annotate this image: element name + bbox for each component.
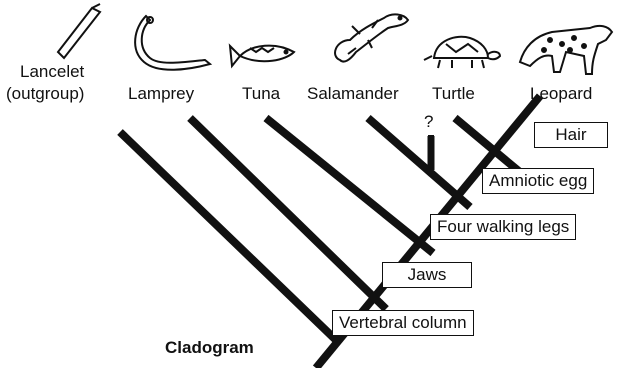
label-turtle: Turtle bbox=[432, 84, 475, 104]
branch-lamprey bbox=[190, 118, 386, 309]
trait-vertebral-column: Vertebral column bbox=[332, 310, 474, 336]
trait-jaws: Jaws bbox=[382, 262, 472, 288]
salamander-drawing bbox=[335, 14, 408, 61]
trait-amniotic-egg: Amniotic egg bbox=[482, 168, 594, 194]
tuna-drawing bbox=[230, 46, 294, 66]
trait-hair: Hair bbox=[534, 122, 608, 148]
label-lancelet: Lancelet bbox=[20, 62, 84, 82]
label-salamander: Salamander bbox=[307, 84, 399, 104]
question-mark: ? bbox=[424, 112, 433, 132]
branch-salamander bbox=[368, 118, 470, 207]
lancelet-drawing bbox=[58, 4, 100, 58]
label-leopard: Leopard bbox=[530, 84, 592, 104]
label-tuna: Tuna bbox=[242, 84, 280, 104]
lamprey-drawing bbox=[135, 16, 210, 70]
diagram-title: Cladogram bbox=[165, 338, 254, 358]
label-lancelet-outgroup: (outgroup) bbox=[6, 84, 84, 104]
branch-tuna bbox=[266, 118, 433, 253]
label-lamprey: Lamprey bbox=[128, 84, 194, 104]
trait-four-walking-legs: Four walking legs bbox=[430, 214, 576, 240]
leopard-drawing bbox=[520, 26, 612, 74]
branch-lancelet bbox=[120, 132, 338, 342]
turtle-drawing bbox=[424, 37, 500, 68]
